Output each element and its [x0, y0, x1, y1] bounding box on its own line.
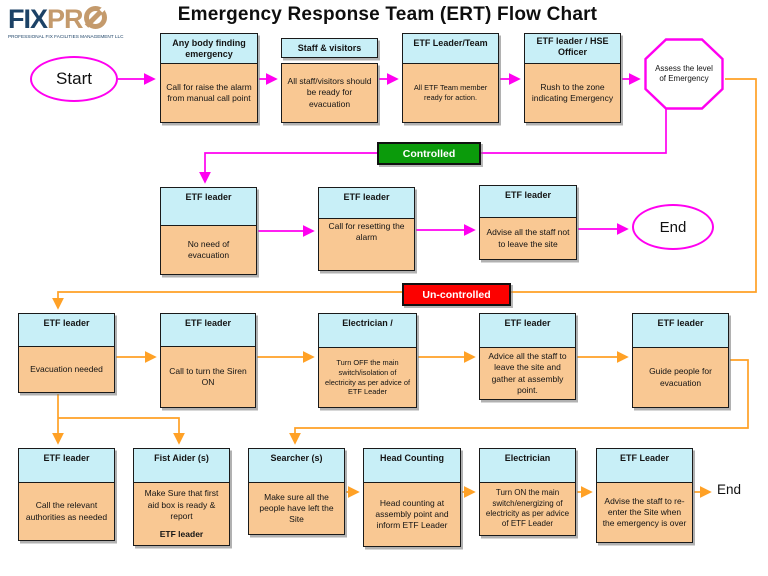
node-header: ETF leader / HSE Officer [525, 34, 620, 64]
node-body: Head counting at assembly point and info… [375, 497, 449, 531]
node-header: Searcher (s) [249, 449, 344, 483]
node-body: Advise all the staff not to leave the si… [486, 227, 570, 249]
node-body: Call to turn the Siren ON [169, 365, 247, 387]
node-body: No need of evacuation [187, 238, 230, 260]
end-label: End [659, 218, 687, 236]
node-electrician-turn-off: Electrician / Turn OFF the main switch/i… [318, 313, 417, 408]
end-terminator-uncontrolled: End [717, 482, 742, 497]
wrench-o-icon [83, 6, 107, 29]
uncontrolled-branch-label: Un-controlled [402, 283, 511, 306]
chart-title: Emergency Response Team (ERT) Flow Chart [177, 4, 598, 25]
node-header: ETF Leader/Team [403, 34, 498, 64]
start-terminator: Start [30, 56, 118, 102]
node-call-resetting-alarm: ETF leader Call for resetting the alarm [318, 187, 415, 271]
node-body-text: Make Sure that first aid box is ready & … [144, 488, 219, 521]
node-body: Make Sure that first aid box is ready & … [134, 483, 229, 545]
node-searcher: Searcher (s) Make sure all the people ha… [248, 448, 345, 535]
node-body: All ETF Team member ready for action. [413, 83, 488, 102]
node-staff-visitors-body: All staff/visitors should be ready for e… [281, 63, 378, 123]
node-body: Turn ON the main switch/energizing of el… [485, 488, 570, 529]
node-body: Advice all the staff to leave the site a… [488, 351, 567, 395]
node-header: Head Counting [364, 449, 460, 483]
node-header: ETF leader [480, 314, 575, 348]
logo-tagline: PROFESSIONAL FIX FACILITIES MANAGEMENT L… [8, 35, 124, 40]
octagon-shape [644, 38, 724, 110]
logo-pro-text: PR [47, 4, 84, 34]
decision-assess-level: Assess the level of Emergency [644, 38, 724, 110]
node-header: ETF leader [161, 314, 255, 347]
controlled-branch-label: Controlled [377, 142, 481, 165]
node-header: ETF leader [480, 186, 576, 218]
node-body: Turn OFF the main switch/isolation of el… [324, 358, 411, 397]
node-body-bold: ETF leader [159, 528, 204, 539]
logo-fix-text: FIX [8, 4, 48, 34]
uncontrolled-label-text: Un-controlled [422, 288, 491, 301]
fixpro-logo: FIXPR PROFESSIONAL FIX FACILITIES MANAGE… [8, 5, 156, 41]
node-advise-not-leave-site: ETF leader Advise all the staff not to l… [479, 185, 577, 260]
node-head-counting: Head Counting Head counting at assembly … [363, 448, 461, 547]
node-body: Advise the staff to re-enter the Site wh… [602, 495, 687, 529]
node-guide-people-evacuation: ETF leader Guide people for evacuation [632, 313, 729, 408]
node-header: ETF leader [633, 314, 728, 348]
node-header: ETF leader [19, 449, 114, 483]
node-header: Fist Aider (s) [134, 449, 229, 483]
node-first-aider: Fist Aider (s) Make Sure that first aid … [133, 448, 230, 546]
node-body: Call for resetting the alarm [328, 221, 405, 243]
start-label: Start [56, 69, 92, 88]
node-header: ETF Leader [597, 449, 692, 483]
decision-label: Assess the level of Emergency [655, 63, 713, 83]
node-call-turn-siren-on: ETF leader Call to turn the Siren ON [160, 313, 256, 408]
node-electrician-turn-on: Electrician Turn ON the main switch/ener… [479, 448, 576, 536]
controlled-label-text: Controlled [402, 147, 456, 160]
node-advice-leave-site-gather: ETF leader Advice all the staff to leave… [479, 313, 576, 400]
node-body: Make sure all the people have left the S… [259, 491, 334, 525]
end-terminator-controlled: End [632, 204, 714, 250]
node-header: Electrician / [319, 314, 416, 348]
node-header: Any body finding emergency [161, 34, 257, 64]
node-etf-leader-team: ETF Leader/Team All ETF Team member read… [402, 33, 499, 123]
node-header: ETF leader [19, 314, 114, 347]
node-body: Evacuation needed [30, 363, 103, 374]
node-staff-visitors-header: Staff & visitors [281, 38, 378, 58]
node-body: Call the relevant authorities as needed [25, 500, 108, 522]
node-call-relevant-authorities: ETF leader Call the relevant authorities… [18, 448, 115, 541]
node-no-need-evacuation: ETF leader No need of evacuation [160, 187, 257, 275]
node-body: Call for raise the alarm from manual cal… [166, 81, 252, 103]
node-body: Rush to the zone indicating Emergency [531, 81, 614, 103]
node-header: Electrician [480, 449, 575, 483]
node-advise-reenter-site: ETF Leader Advise the staff to re-enter … [596, 448, 693, 543]
node-header: ETF leader [319, 188, 414, 219]
node-etf-leader-hse-officer: ETF leader / HSE Officer Rush to the zon… [524, 33, 621, 123]
node-body: Guide people for evacuation [649, 366, 712, 388]
node-anybody-finding-emergency: Any body finding emergency Call for rais… [160, 33, 258, 123]
node-header: ETF leader [161, 188, 256, 226]
node-evacuation-needed: ETF leader Evacuation needed [18, 313, 115, 393]
